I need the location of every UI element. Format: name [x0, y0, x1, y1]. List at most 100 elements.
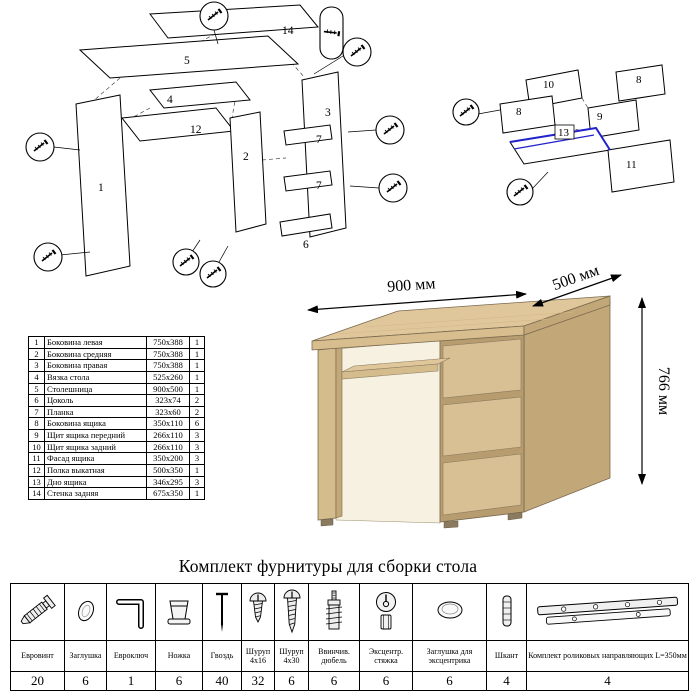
part-qty: 1 — [189, 347, 205, 361]
part-size: 750x388 — [146, 347, 190, 361]
part-size: 350x200 — [146, 452, 190, 465]
part-size: 500x350 — [146, 463, 190, 477]
hex-key-icon — [116, 599, 144, 629]
part-size: 346x295 — [146, 475, 190, 489]
hardware-label: Заглушка для эксцентрика — [412, 640, 487, 672]
cam-lock-icon — [376, 592, 396, 630]
hardware-qty: 4 — [486, 671, 527, 691]
dowel-icon — [502, 595, 511, 627]
part-size: 323x74 — [146, 394, 190, 407]
dimension-line-width — [307, 290, 527, 314]
exploded-diagram-main: 14 5 4 12 2 1 3 7 7 6 — [25, 1, 408, 288]
hardware-icons-row — [10, 583, 689, 641]
part-size: 525x260 — [146, 370, 190, 384]
hardware-icon-cell — [526, 583, 689, 641]
part-panel-14 — [149, 4, 319, 39]
part-name: Стенка задняя — [44, 487, 147, 500]
cam-cap-icon — [437, 601, 462, 619]
part-qty: 1 — [189, 370, 205, 384]
part-label: 7 — [316, 134, 322, 146]
part-number: 10 — [28, 440, 45, 454]
part-qty: 1 — [189, 359, 205, 372]
part-name: Боковина левая — [44, 336, 147, 349]
part-name: Вязка стола — [44, 370, 147, 384]
hardware-table: Евровинт Заглушка Евроключ Ножка Гвоздь … — [10, 583, 689, 691]
part-qty: 1 — [189, 463, 205, 477]
part-number: 2 — [28, 347, 45, 361]
part-size: 750x388 — [146, 359, 190, 372]
part-size: 750x388 — [146, 336, 190, 349]
part-label: 1 — [98, 182, 104, 194]
part-panel-8-left — [499, 95, 556, 134]
hardware-icon-cell — [10, 583, 65, 641]
part-name: Планка — [44, 405, 147, 419]
desk-width-label: 900 мм — [387, 275, 436, 295]
part-label: 8 — [516, 106, 522, 118]
desk-drawer-1 — [442, 338, 522, 399]
hardware-icon-cell — [486, 583, 527, 641]
desk-height-label: 766 мм — [655, 367, 672, 415]
cap-icon — [77, 600, 94, 622]
part-qty: 3 — [189, 429, 205, 442]
part-panel-11 — [607, 139, 675, 193]
part-qty: 3 — [189, 475, 205, 489]
part-label: 8 — [636, 74, 642, 86]
hardware-icon-cell — [64, 583, 107, 641]
hardware-labels-row: Евровинт Заглушка Евроключ Ножка Гвоздь … — [10, 640, 689, 672]
part-name: Полка выкатная — [44, 463, 147, 477]
part-panel-7b — [283, 170, 333, 192]
hardware-qty: 32 — [241, 671, 275, 691]
desk-keyboard-shelf-front — [341, 363, 439, 380]
dimension-line-depth — [532, 274, 622, 307]
hardware-label: Гвоздь — [202, 640, 242, 672]
hardware-label: Шкант — [486, 640, 527, 672]
part-label: 5 — [184, 55, 190, 67]
hardware-qty-row: 20 6 1 6 40 32 6 6 6 6 4 4 — [10, 671, 689, 691]
hardware-icon-cell — [155, 583, 203, 641]
part-number: 4 — [28, 370, 45, 384]
part-label: 7 — [316, 180, 322, 192]
desk-depth-label: 500 мм — [550, 262, 601, 294]
hardware-qty: 6 — [155, 671, 203, 691]
label-box — [554, 124, 575, 140]
part-size: 323x60 — [146, 405, 190, 419]
part-name: Боковина ящика — [44, 417, 147, 430]
part-number: 3 — [28, 359, 45, 372]
part-label: 2 — [243, 151, 249, 163]
part-name: Боковина средняя — [44, 347, 147, 361]
part-qty: 3 — [189, 440, 205, 454]
part-label: 4 — [167, 94, 173, 106]
part-size: 350x110 — [146, 417, 190, 430]
part-label: 9 — [597, 111, 603, 123]
part-number: 5 — [28, 382, 45, 396]
desk-drawer-2 — [442, 396, 522, 457]
part-number: 12 — [28, 463, 45, 477]
part-number: 6 — [28, 394, 45, 407]
desk-foot — [507, 511, 523, 521]
hardware-icon-cell — [274, 583, 309, 641]
nail-icon — [216, 592, 228, 632]
part-number: 8 — [28, 417, 45, 430]
part-name: Дно ящика — [44, 475, 147, 489]
desk-foot — [443, 520, 459, 529]
hardware-icon-cell — [202, 583, 242, 641]
hardware-icon-cell — [412, 583, 487, 641]
exploded-diagram-drawer: 10 8 8 9 13 11 — [452, 64, 675, 206]
part-panel-6 — [279, 213, 333, 237]
part-label: 11 — [626, 159, 637, 171]
hardware-label: Эксцентр. стяжка — [359, 640, 413, 672]
part-name: Цоколь — [44, 394, 147, 407]
hardware-label: Шуруп 4х30 — [274, 640, 309, 672]
hardware-label: Ножка — [155, 640, 203, 672]
highlighted-edge — [509, 126, 611, 151]
